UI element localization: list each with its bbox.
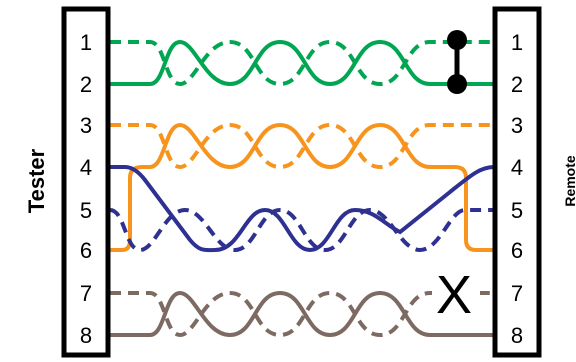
remote-pin-4: 4 bbox=[511, 155, 523, 180]
tester-pin-3: 3 bbox=[80, 113, 92, 138]
tester-pin-2: 2 bbox=[80, 72, 92, 97]
tester-pin-5: 5 bbox=[80, 198, 92, 223]
remote-connector bbox=[492, 6, 542, 358]
wires bbox=[109, 39, 495, 338]
open-fault-mark: X bbox=[436, 265, 472, 325]
remote-pin-8: 8 bbox=[511, 323, 523, 348]
remote-pin-labels: 1 2 3 4 5 6 7 8 bbox=[511, 30, 523, 348]
remote-pin-5: 5 bbox=[511, 198, 523, 223]
brown-wire bbox=[110, 290, 494, 338]
remote-pin-1: 1 bbox=[511, 30, 523, 55]
fault-mark-background bbox=[432, 274, 480, 318]
orange-wire bbox=[110, 122, 494, 252]
remote-label: Remote bbox=[562, 155, 576, 207]
tester-pin-1: 1 bbox=[80, 30, 92, 55]
tester-pin-labels: 1 2 3 4 5 6 7 8 bbox=[80, 30, 92, 348]
tester-connector bbox=[61, 6, 111, 358]
blue-white-wire bbox=[109, 207, 494, 253]
short-dot-bottom bbox=[447, 74, 467, 94]
remote-pin-2: 2 bbox=[511, 72, 523, 97]
remote-pin-7: 7 bbox=[511, 281, 523, 306]
tester-label: Tester bbox=[24, 148, 49, 213]
remote-pin-3: 3 bbox=[511, 113, 523, 138]
green-white-wire bbox=[110, 39, 494, 87]
orange-white-wire bbox=[110, 122, 494, 170]
short-indicator bbox=[447, 30, 467, 94]
remote-pin-6: 6 bbox=[511, 238, 523, 263]
tester-pin-7: 7 bbox=[80, 281, 92, 306]
tester-pin-8: 8 bbox=[80, 323, 92, 348]
green-wire bbox=[110, 39, 494, 87]
tester-pin-6: 6 bbox=[80, 238, 92, 263]
tester-pin-4: 4 bbox=[80, 155, 92, 180]
short-dot-top bbox=[447, 30, 467, 50]
brown-white-wire bbox=[110, 290, 494, 338]
